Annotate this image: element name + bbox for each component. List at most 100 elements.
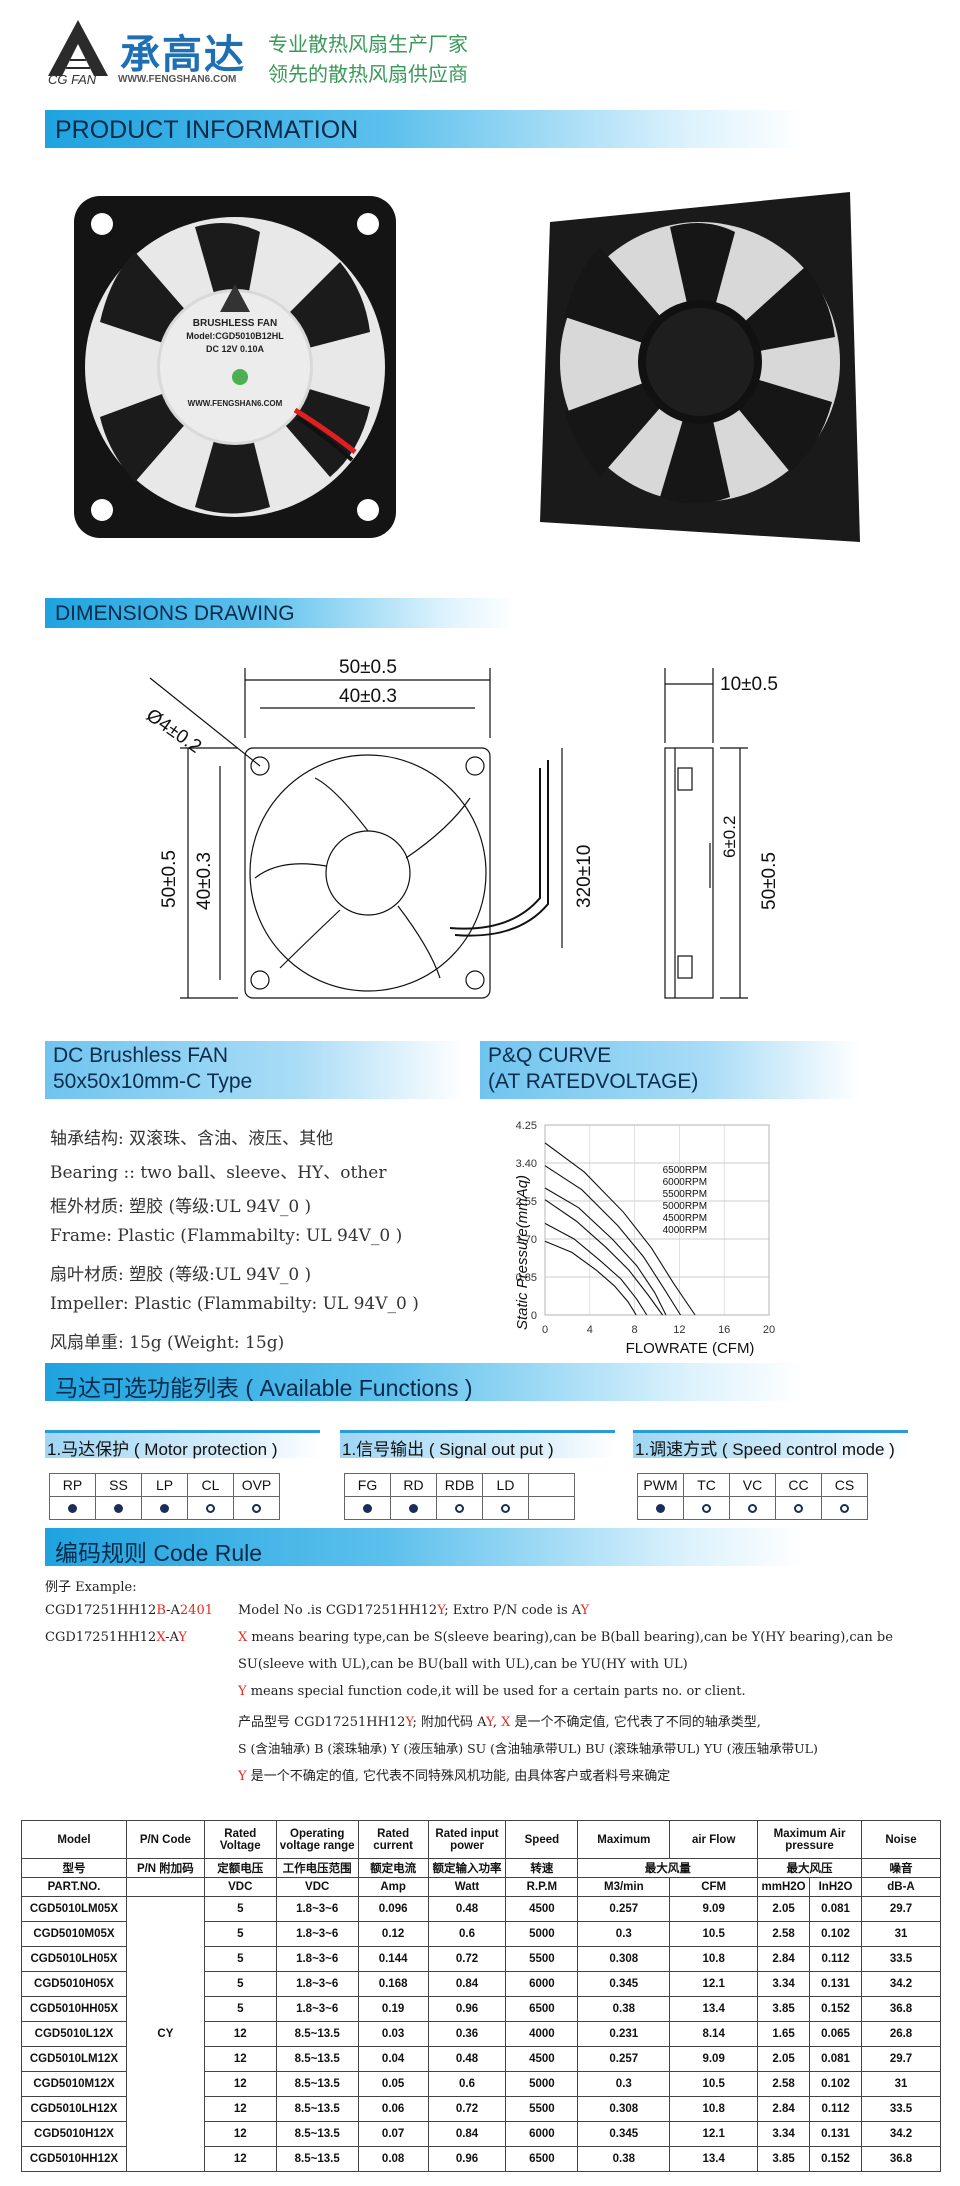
table-cell: 3.85 (757, 1996, 811, 2022)
table-cell: 0.84 (427, 2121, 507, 2147)
example-1-part: B (156, 1603, 167, 1618)
table-header: 定额电压 (203, 1858, 277, 1878)
table-cell: 0.72 (427, 2096, 507, 2122)
table-cell: 5000 (505, 2071, 579, 2097)
hollow-dot-icon (501, 1504, 510, 1513)
table-cell: 8.5~13.5 (275, 2096, 359, 2122)
y-note-part: Y (238, 1684, 247, 1699)
filled-dot-icon (114, 1504, 123, 1513)
table-cell: 26.8 (861, 2021, 941, 2047)
chart-x-tick: 20 (763, 1324, 775, 1336)
chart-series-line (544, 1222, 648, 1316)
spec-line: 扇叶材质: 塑胶 (等级:UL 94V_0 ) (50, 1265, 312, 1285)
function-code: VC (729, 1473, 776, 1497)
fan-label-line-4: WWW.FENGSHAN6.COM (188, 399, 283, 408)
function-code: RP (49, 1473, 96, 1497)
table-cell: 10.5 (669, 2071, 759, 2097)
table-cell: 0.04 (357, 2046, 429, 2072)
table-cell: 33.5 (861, 1946, 941, 1972)
table-header: M3/min (577, 1877, 671, 1897)
table-header: mmH2O (757, 1877, 811, 1897)
table-cell-model: CGD5010M05X (21, 1921, 127, 1947)
example-1-part: -A (166, 1603, 180, 1618)
table-cell: 0.131 (809, 2121, 863, 2147)
table-cell: 2.58 (757, 1921, 811, 1947)
table-cell: 0.3 (577, 2071, 671, 2097)
chart-series-label: 6000RPM (663, 1177, 707, 1188)
hollow-dot-icon (206, 1504, 215, 1513)
table-cell: 6000 (505, 2121, 579, 2147)
table-header: 最大风压 (757, 1858, 863, 1878)
table-cell: 36.8 (861, 1996, 941, 2022)
chart-series-label: 5000RPM (663, 1201, 707, 1212)
table-cell: 9.09 (669, 1896, 759, 1922)
table-cell: 6500 (505, 1996, 579, 2022)
table-cell: 13.4 (669, 1996, 759, 2022)
table-cell: 0.102 (809, 2071, 863, 2097)
table-cell: 34.2 (861, 1971, 941, 1997)
chart-x-tick: 0 (542, 1324, 548, 1336)
function-mark-cell (95, 1496, 142, 1520)
table-cell: 0.72 (427, 1946, 507, 1972)
x-note-line-2: SU(sleeve with UL),can be BU(ball with U… (238, 1657, 688, 1672)
dim-hole: Ø4±0.2 (142, 705, 205, 758)
dim-side-height: 50±0.5 (759, 852, 780, 910)
model-note-part: Y (437, 1603, 445, 1618)
cn-note-line-3: Y 是一个不确定的值, 它代表不同特殊风机功能, 由具体客户或者料号来确定 (238, 1765, 670, 1784)
fan-angle-photo (540, 192, 860, 542)
table-cell: 5 (203, 1971, 277, 1997)
cn-note-part: Y (405, 1715, 413, 1730)
table-cell-model: CGD5010L12X (21, 2021, 127, 2047)
function-mark-cell (775, 1496, 822, 1520)
table-cell: 0.345 (577, 1971, 671, 1997)
function-group-title: 1.信号输出 ( Signal out put ) (340, 1430, 615, 1459)
table-header: Operating voltage range (275, 1820, 359, 1859)
example-2-part: X (156, 1630, 166, 1645)
chart-x-tick: 4 (587, 1324, 593, 1336)
table-cell: 33.5 (861, 2096, 941, 2122)
function-mark-cell (821, 1496, 868, 1520)
y-note-part: means special function code,it will be u… (246, 1684, 746, 1699)
table-cell: 6000 (505, 1971, 579, 1997)
brand-name-en: CG FAN (48, 72, 97, 87)
function-mark-cell (637, 1496, 684, 1520)
table-header: Noise (861, 1820, 941, 1859)
chart-y-tick: 2.55 (516, 1196, 537, 1208)
dimensions-drawing: 50±0.5 40±0.3 Ø4±0.2 50±0.5 40±0.3 320±1… (142, 657, 780, 999)
section-bar-functions: 马达可选功能列表 ( Available Functions ) (45, 1363, 805, 1401)
cn-note-part: Y (238, 1769, 247, 1784)
table-header: VDC (203, 1877, 277, 1897)
table-cell: 2.84 (757, 2096, 811, 2122)
table-cell: 3.85 (757, 2146, 811, 2172)
section-bar-code-rule: 编码规则 Code Rule (45, 1528, 805, 1566)
table-cell: 0.257 (577, 1896, 671, 1922)
fan-front-photo: BRUSHLESS FAN Model:CGD5010B12HL DC 12V … (74, 196, 396, 538)
model-note-part: ; Extro P/N code is A (444, 1603, 581, 1618)
table-cell: 2.05 (757, 1896, 811, 1922)
x-note-line-1: X means bearing type,can be S(sleeve bea… (238, 1630, 893, 1645)
table-cell: 8.5~13.5 (275, 2146, 359, 2172)
table-header: 最大风量 (577, 1858, 759, 1878)
hollow-dot-icon (794, 1504, 803, 1513)
spec-line: Bearing :: two ball、sleeve、HY、other (50, 1163, 387, 1183)
chart-y-tick: 1.70 (516, 1234, 537, 1246)
table-cell: 0.102 (809, 1921, 863, 1947)
section-bar-dimensions: DIMENSIONS DRAWING (45, 598, 515, 628)
chart-plot-frame (544, 1124, 770, 1316)
example-1-part: CGD17251HH12 (45, 1603, 157, 1618)
table-header: Maximum Air pressure (757, 1820, 863, 1859)
dim-thickness: 10±0.5 (720, 674, 778, 695)
dim-hole-spacing-v: 40±0.3 (194, 852, 215, 910)
table-cell: 0.84 (427, 1971, 507, 1997)
table-cell: 5 (203, 1896, 277, 1922)
table-cell-model: CGD5010H12X (21, 2121, 127, 2147)
table-cell: 5500 (505, 1946, 579, 1972)
chart-x-tick: 16 (718, 1324, 730, 1336)
fan-title-1: DC Brushless FAN (53, 1044, 229, 1067)
